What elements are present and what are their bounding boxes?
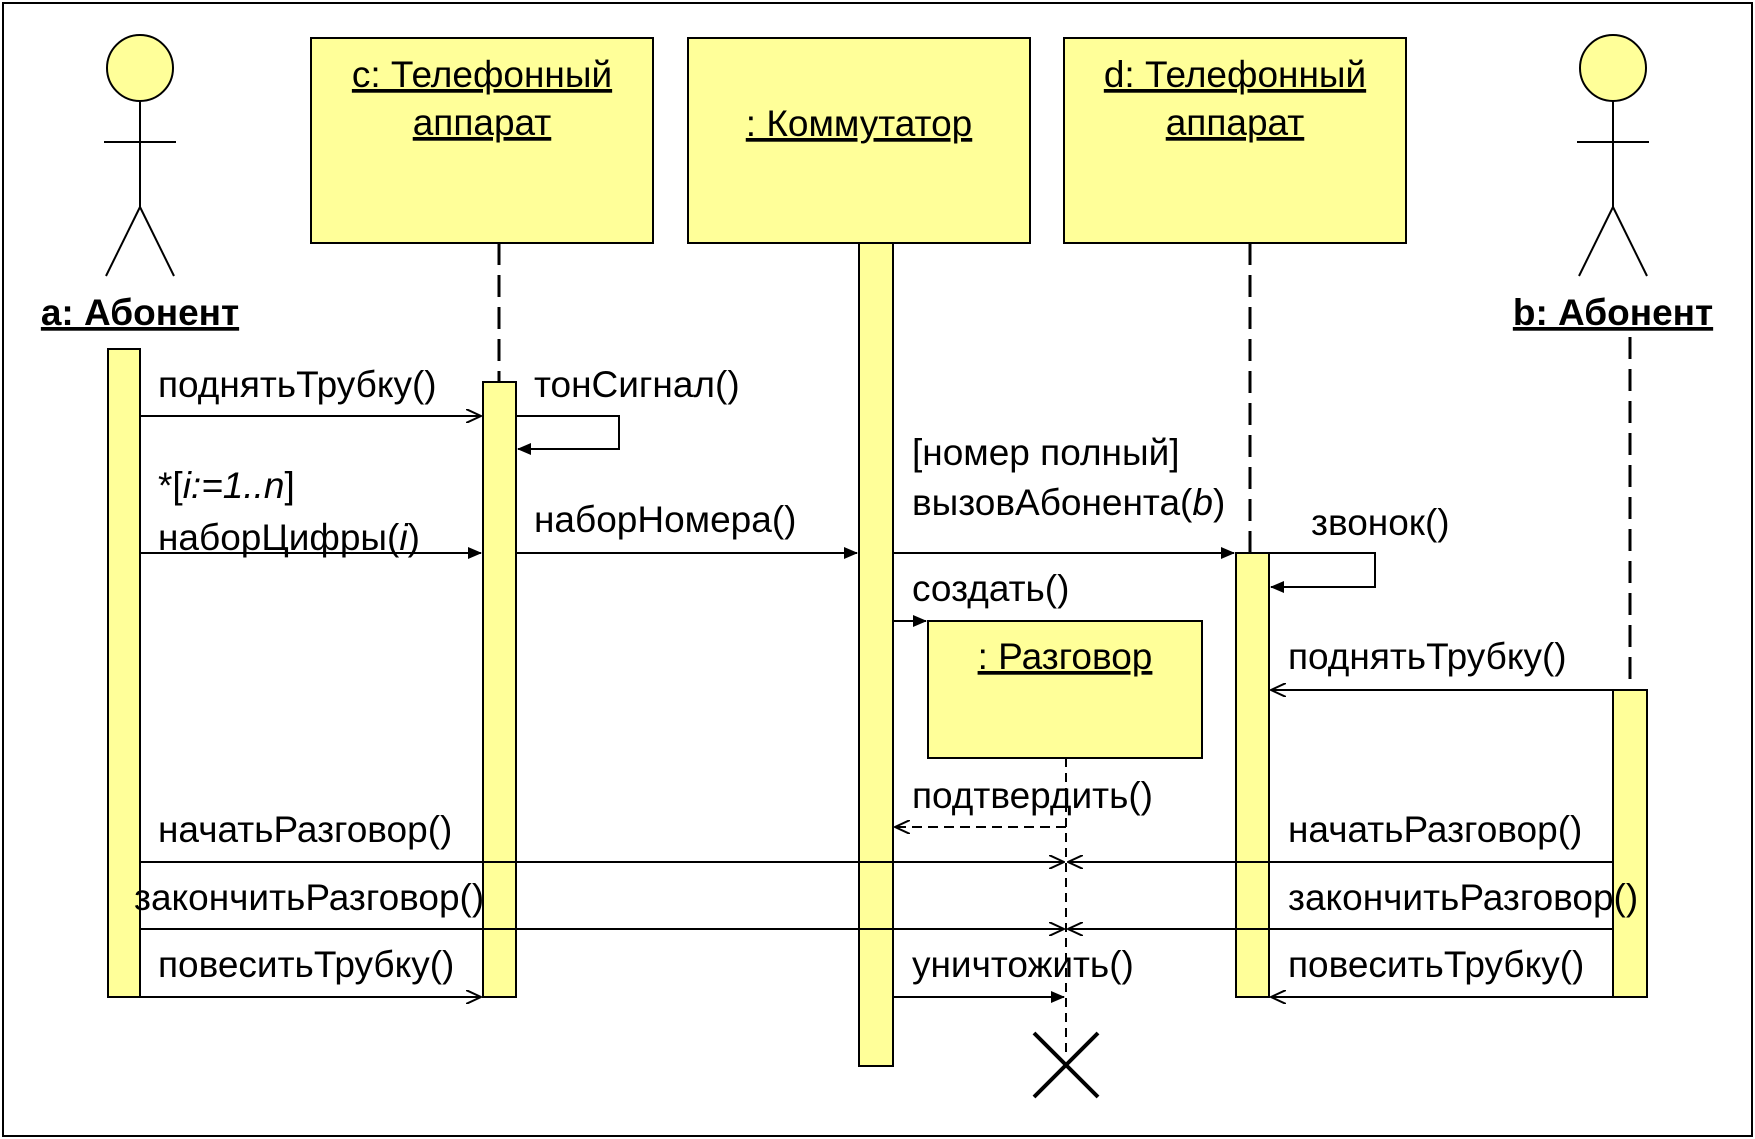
object-switch: : Коммутатор: [687, 37, 1031, 244]
msg-loop-guard: *[i:=1..n]: [158, 465, 295, 506]
msg-start-a: начатьРазговор(): [158, 809, 452, 850]
msg-hang-a: повеситьТрубку(): [158, 944, 454, 985]
msg-end-a: закончитьРазговор(): [134, 877, 484, 918]
arrow-dial-tone: [516, 415, 620, 455]
destroy-x-icon: [1032, 1031, 1100, 1099]
object-phone-c: c: Телефонный аппарат: [310, 37, 654, 244]
msg-create: создать(): [912, 568, 1069, 609]
activation-switch: [858, 242, 894, 1067]
activation-phone-d: [1235, 552, 1270, 998]
phone-c-label-line1: c: Телефонный: [352, 54, 612, 95]
msg-hang-b: повеситьТрубку(): [1288, 944, 1584, 985]
msg-start-b: начатьРазговор(): [1288, 809, 1582, 850]
msg-confirm: подтвердить(): [912, 775, 1153, 816]
arrow-ring: [1269, 552, 1376, 593]
msg-lift-a: поднятьТрубку(): [158, 364, 437, 405]
phone-d-label-line1: d: Телефонный: [1104, 54, 1366, 95]
actor-a-label: a: Абонент: [41, 292, 239, 333]
msg-dial-digit: наборЦифры(i): [158, 517, 420, 558]
msg-end-b: закончитьРазговор(): [1288, 877, 1638, 918]
msg-call-subscriber: вызовАбонента(b): [912, 482, 1225, 523]
msg-guard-full: [номер полный]: [912, 432, 1180, 473]
object-phone-d: d: Телефонный аппарат: [1063, 37, 1407, 244]
actor-b-stick-figure: [1577, 34, 1649, 277]
switch-label: : Коммутатор: [746, 103, 972, 144]
msg-ring: звонок(): [1311, 502, 1450, 543]
object-conversation: : Разговор: [927, 620, 1203, 759]
conversation-label: : Разговор: [978, 636, 1153, 677]
phone-c-label-line2: аппарат: [413, 102, 552, 143]
activation-actor-a: [107, 348, 141, 998]
activation-actor-b: [1612, 689, 1648, 998]
activation-phone-c: [482, 381, 517, 998]
phone-d-label-line2: аппарат: [1166, 102, 1305, 143]
actor-b-label: b: Абонент: [1513, 292, 1713, 333]
msg-lift-b: поднятьТрубку(): [1288, 636, 1567, 677]
msg-dial-number: наборНомера(): [534, 499, 796, 540]
msg-dial-tone: тонСигнал(): [534, 364, 740, 405]
actor-a-stick-figure: [104, 34, 176, 277]
msg-destroy: уничтожить(): [912, 944, 1134, 985]
